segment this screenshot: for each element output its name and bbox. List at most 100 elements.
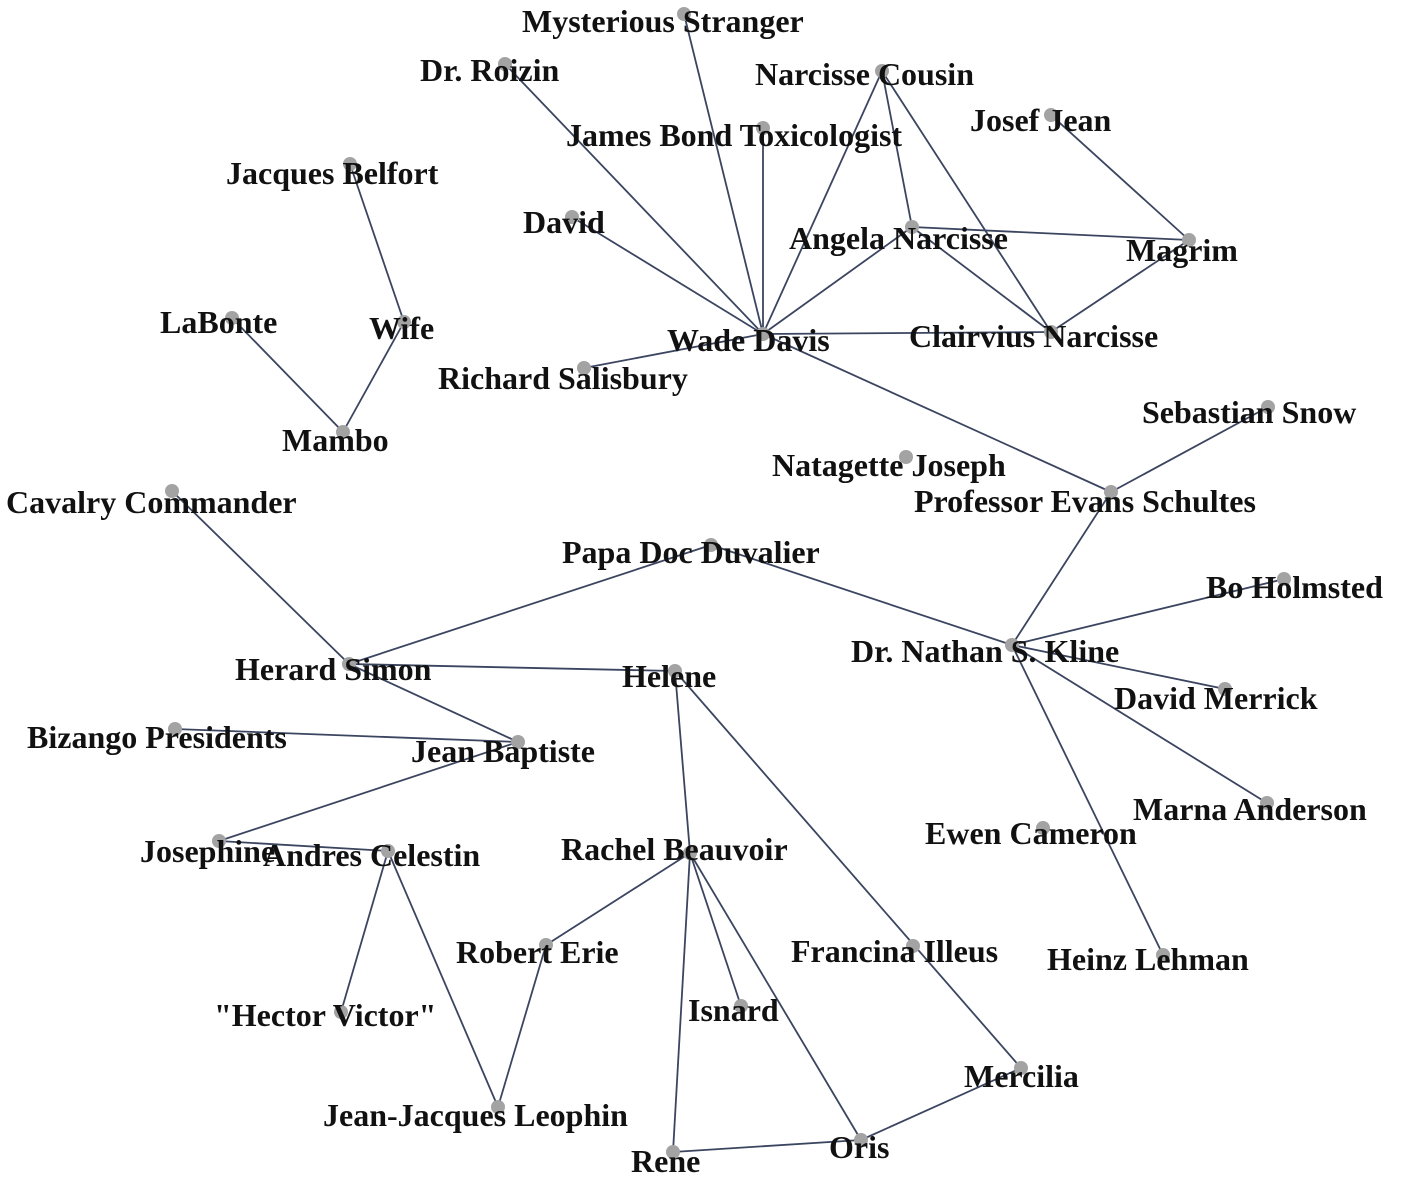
- node-robert_erie[interactable]: [539, 938, 553, 952]
- edge-heinz_lehman-dr_nathan_kline: [1011, 644, 1164, 956]
- node-francina_illeus[interactable]: [906, 939, 920, 953]
- edge-rene-oris: [672, 1139, 862, 1153]
- node-rachel_beauvoir[interactable]: [683, 846, 697, 860]
- node-james_bond[interactable]: [756, 121, 770, 135]
- node-bizango_presidents[interactable]: [168, 722, 182, 736]
- node-label-mysterious_stranger: Mysterious Stranger: [522, 3, 804, 39]
- node-jacques_belfort[interactable]: [343, 157, 357, 171]
- node-label-natagette_joseph: Natagette Joseph: [772, 447, 1006, 483]
- edge-narcisse_cousin-angela_narcisse: [881, 70, 913, 228]
- node-narcisse_cousin[interactable]: [875, 64, 889, 78]
- node-marna_anderson[interactable]: [1260, 796, 1274, 810]
- node-mambo[interactable]: [336, 425, 350, 439]
- node-magrim[interactable]: [1182, 233, 1196, 247]
- node-label-jacques_belfort: Jacques Belfort: [226, 155, 439, 191]
- edge-david-wade_davis: [571, 216, 764, 335]
- edge-narcisse_cousin-wade_davis: [762, 70, 883, 335]
- node-wade_davis[interactable]: [756, 327, 770, 341]
- node-richard_salisbury[interactable]: [577, 361, 591, 375]
- node-oris[interactable]: [854, 1133, 868, 1147]
- edge-herard_simon-helene: [348, 663, 676, 672]
- edge-rachel_beauvoir-rene: [672, 852, 691, 1153]
- node-papa_doc_duvalier[interactable]: [704, 538, 718, 552]
- node-herard_simon[interactable]: [342, 657, 356, 671]
- node-rene[interactable]: [666, 1145, 680, 1159]
- node-sebastian_snow[interactable]: [1261, 400, 1275, 414]
- edge-labonte-mambo: [231, 317, 344, 433]
- edge-andres_celestin-hector_victor: [340, 850, 389, 1013]
- edge-richard_salisbury-wade_davis: [583, 333, 764, 369]
- edge-bizango_presidents-jean_baptiste: [174, 728, 519, 743]
- node-label-papa_doc_duvalier: Papa Doc Duvalier: [562, 534, 820, 570]
- node-isnard[interactable]: [734, 999, 748, 1013]
- node-label-sebastian_snow: Sebastian Snow: [1142, 394, 1356, 430]
- node-bo_holmsted[interactable]: [1277, 572, 1291, 586]
- node-jean_jacques_leophin[interactable]: [491, 1100, 505, 1114]
- node-label-hector_victor: "Hector Victor": [214, 997, 436, 1033]
- node-label-robert_erie: Robert Erie: [456, 934, 619, 970]
- edge-robert_erie-jean_jacques_leophin: [497, 944, 547, 1108]
- node-label-isnard: Isnard: [688, 992, 779, 1028]
- node-label-heinz_lehman: Heinz Lehman: [1047, 941, 1249, 977]
- node-label-clairvius_narcisse: Clairvius Narcisse: [909, 318, 1158, 354]
- edge-josephine-andres_celestin: [218, 840, 389, 852]
- node-label-james_bond: James Bond Toxicologist: [566, 117, 902, 153]
- node-hector_victor[interactable]: [334, 1005, 348, 1019]
- node-cavalry_commander[interactable]: [165, 484, 179, 498]
- edge-josef_jean-magrim: [1050, 114, 1190, 241]
- edge-clairvius_narcisse-wade_davis: [762, 331, 1052, 335]
- node-label-wife: Wife: [369, 310, 434, 346]
- node-label-mercilia: Mercilia: [964, 1058, 1079, 1094]
- edge-magrim-clairvius_narcisse: [1050, 239, 1190, 333]
- node-label-oris: Oris: [829, 1129, 889, 1165]
- node-label-david: David: [523, 204, 605, 240]
- node-wife[interactable]: [397, 315, 411, 329]
- node-labonte[interactable]: [225, 311, 239, 325]
- node-clairvius_narcisse[interactable]: [1044, 325, 1058, 339]
- node-label-jean_baptiste: Jean Baptiste: [411, 733, 595, 769]
- node-dr_nathan_kline[interactable]: [1005, 638, 1019, 652]
- node-angela_narcisse[interactable]: [905, 220, 919, 234]
- edge-papa_doc_duvalier-dr_nathan_kline: [710, 544, 1013, 646]
- edge-rachel_beauvoir-oris: [689, 852, 862, 1141]
- edge-papa_doc_duvalier-herard_simon: [348, 544, 712, 665]
- edge-andres_celestin-jean_jacques_leophin: [387, 850, 499, 1108]
- node-andres_celestin[interactable]: [381, 844, 395, 858]
- node-helene[interactable]: [668, 664, 682, 678]
- node-mercilia[interactable]: [1014, 1061, 1028, 1075]
- node-label-rachel_beauvoir: Rachel Beauvoir: [561, 831, 788, 867]
- node-josef_jean[interactable]: [1044, 108, 1058, 122]
- edge-jacques_belfort-wife: [349, 163, 405, 323]
- node-josephine[interactable]: [212, 834, 226, 848]
- node-dr_roizin[interactable]: [498, 57, 512, 71]
- node-natagette_joseph[interactable]: [899, 450, 913, 464]
- node-label-mambo: Mambo: [282, 422, 389, 458]
- node-layer: [165, 7, 1291, 1159]
- edge-bo_holmsted-dr_nathan_kline: [1011, 578, 1285, 646]
- node-mysterious_stranger[interactable]: [677, 7, 691, 21]
- edge-angela_narcisse-magrim: [911, 226, 1190, 241]
- edge-herard_simon-jean_baptiste: [348, 663, 519, 743]
- node-label-dr_nathan_kline: Dr. Nathan S. Kline: [851, 633, 1119, 669]
- node-professor_evans_schultes[interactable]: [1104, 485, 1118, 499]
- edge-angela_narcisse-clairvius_narcisse: [911, 226, 1052, 333]
- node-label-josephine: Josephine: [140, 833, 275, 869]
- edge-helene-mercilia: [674, 670, 1022, 1069]
- edge-marna_anderson-dr_nathan_kline: [1011, 644, 1268, 804]
- node-label-bizango_presidents: Bizango Presidents: [27, 719, 287, 755]
- node-label-narcisse_cousin: Narcisse Cousin: [755, 56, 974, 92]
- node-ewen_cameron[interactable]: [1036, 821, 1050, 835]
- edge-narcisse_cousin-clairvius_narcisse: [881, 70, 1052, 333]
- edge-mysterious_stranger-wade_davis: [683, 13, 764, 335]
- node-label-bo_holmsted: Bo Holmsted: [1206, 569, 1383, 605]
- node-jean_baptiste[interactable]: [511, 735, 525, 749]
- node-label-andres_celestin: Andres Celestin: [263, 837, 480, 873]
- node-david_merrick[interactable]: [1218, 682, 1232, 696]
- node-label-magrim: Magrim: [1126, 232, 1238, 268]
- node-david[interactable]: [565, 210, 579, 224]
- node-label-josef_jean: Josef Jean: [970, 102, 1112, 138]
- edge-dr_roizin-wade_davis: [504, 63, 764, 335]
- node-heinz_lehman[interactable]: [1156, 948, 1170, 962]
